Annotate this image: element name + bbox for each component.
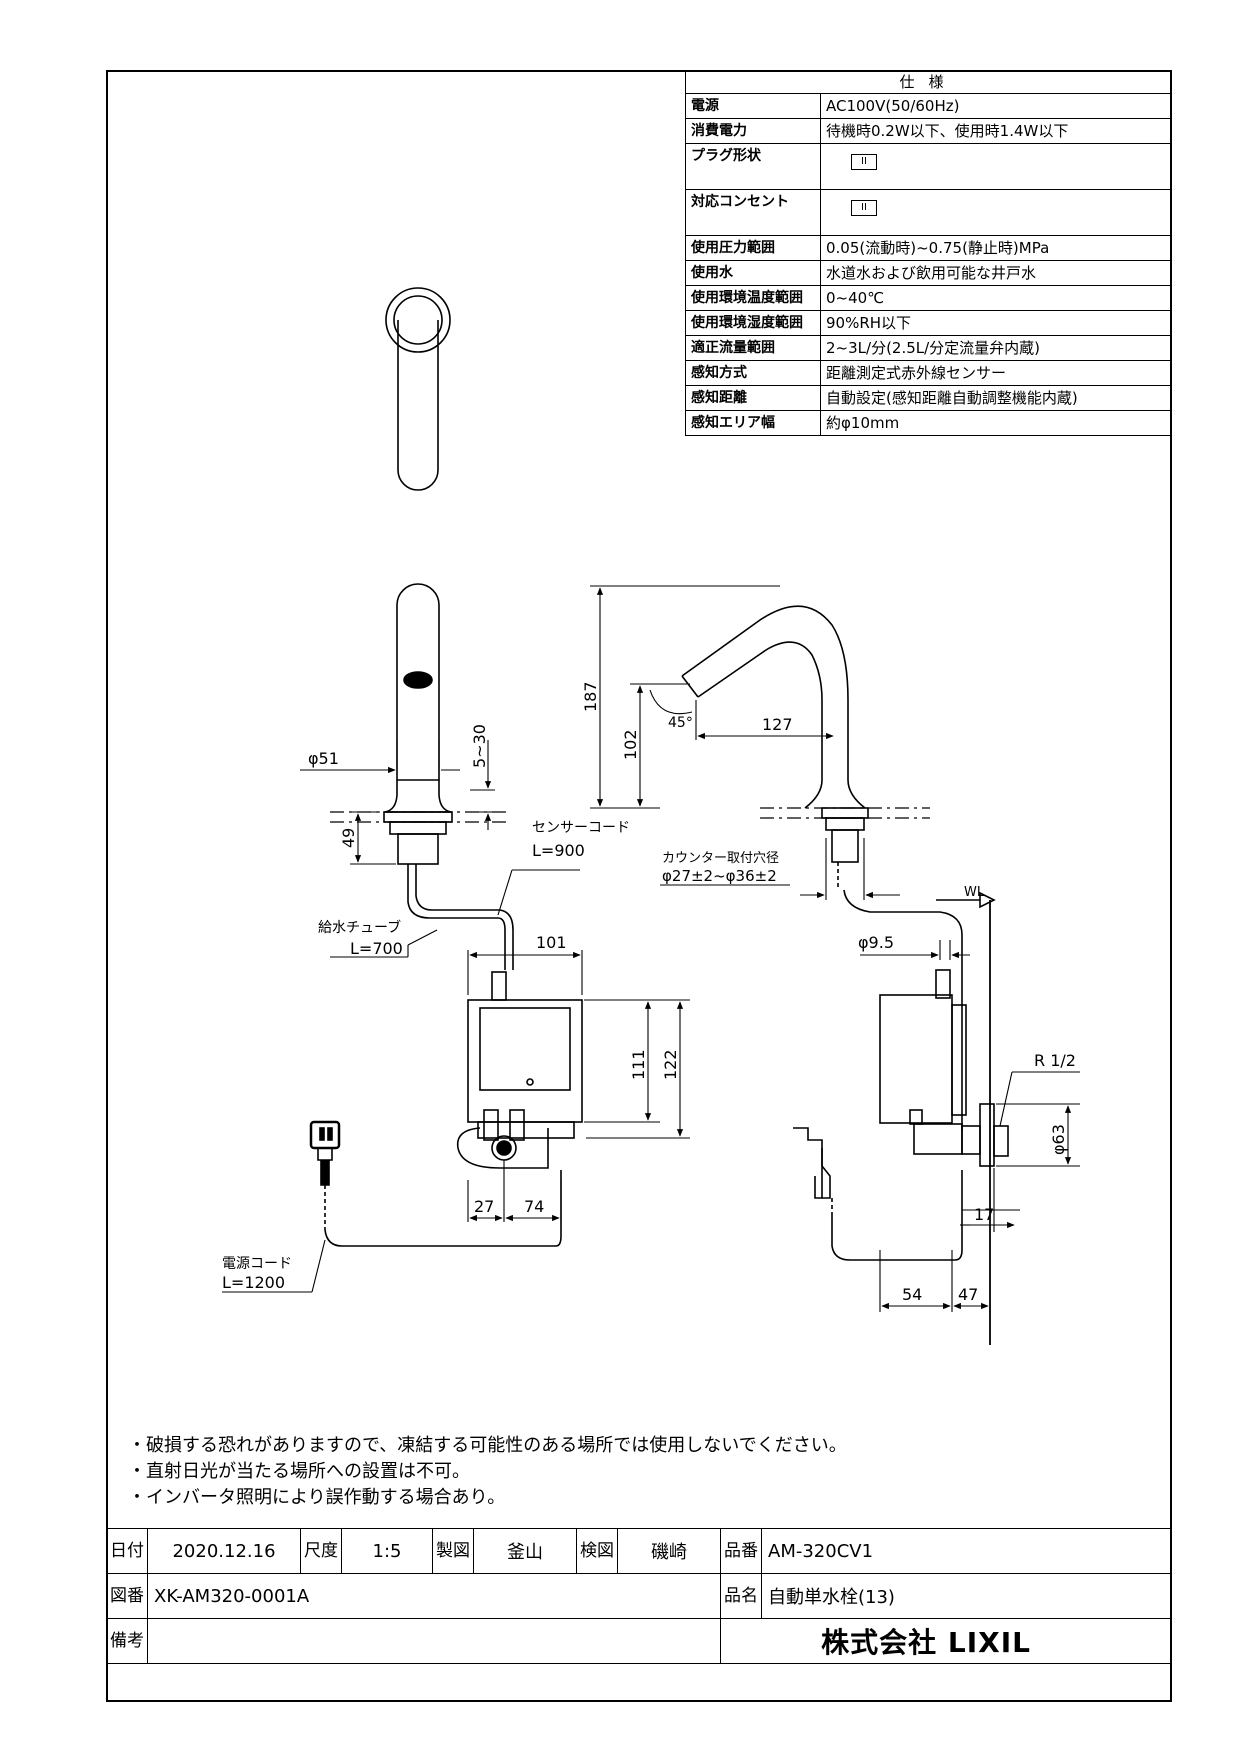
drawing-no-label: 図番: [106, 1573, 148, 1619]
dim-49: 49: [339, 828, 358, 848]
dim-45deg: 45°: [668, 715, 693, 731]
drawn-by: 釜山: [473, 1528, 577, 1574]
dim-17: 17: [974, 1205, 994, 1224]
spec-value: 距離測定式赤外線センサー: [820, 360, 1172, 386]
counter-hole-label: カウンター取付穴径: [662, 851, 779, 866]
spec-value: 水道水および飲用可能な井戸水: [820, 260, 1172, 286]
part-number: AM-320CV1: [761, 1528, 1172, 1574]
company-logo: 株式会社 LIXIL: [720, 1618, 1172, 1664]
dim-187: 187: [581, 681, 600, 712]
counter-hole-value: φ27±2~φ36±2: [662, 867, 777, 885]
plug-shape-icon: II: [851, 154, 877, 170]
scale-value: 1:5: [341, 1528, 433, 1574]
dim-122: 122: [661, 1049, 680, 1080]
supply-tube-label: 給水チューブ: [318, 919, 401, 936]
dim-phi51: φ51: [308, 749, 339, 768]
note-item: ・インバータ照明により誤作動する場合あり。: [128, 1487, 506, 1508]
front-view: [309, 583, 583, 1247]
notes: ・破損する恐れがありますので、凍結する可能性のある場所では使用しないでください。…: [128, 1433, 847, 1511]
dim-phi63: φ63: [1049, 1124, 1068, 1155]
thread-r-half: R 1/2: [1034, 1051, 1076, 1070]
dim-5-30: 5~30: [470, 724, 489, 768]
dimension-labels: φ51 5~30 49 187 102 45° 127 センサーコード L=90…: [222, 681, 1076, 1304]
spec-value: 0~40℃: [820, 285, 1172, 311]
sensor-cord-length: L=900: [532, 841, 585, 860]
dim-101: 101: [536, 933, 567, 952]
part-name: 自動単水栓(13): [761, 1573, 1172, 1619]
side-view: [681, 605, 1009, 1345]
dim-47: 47: [958, 1285, 978, 1304]
top-view: [385, 287, 451, 491]
dim-127: 127: [762, 715, 793, 734]
note-item: ・直射日光が当たる場所への設置は不可。: [128, 1461, 470, 1482]
checked-by: 磯崎: [617, 1528, 721, 1574]
power-cord-label: 電源コード: [222, 1256, 292, 1272]
part-name-label: 品名: [720, 1573, 762, 1619]
drawn-label: 製図: [432, 1528, 474, 1574]
spec-label: 電源: [685, 93, 821, 119]
spec-value: 自動設定(感知距離自動調整機能内蔵): [820, 385, 1172, 411]
dimension-lines: [222, 585, 1080, 1312]
drawing-number: XK-AM320-0001A: [147, 1573, 721, 1619]
title-block: 日付 2020.12.16 尺度 1:5 製図 釜山 検図 磯崎 品番 AM-3…: [106, 1528, 1172, 1664]
supply-tube-length: L=700: [350, 939, 403, 958]
dim-27: 27: [474, 1197, 494, 1216]
spec-value: 2~3L/分(2.5L/分定流量弁内蔵): [820, 335, 1172, 361]
outlet-shape-icon: II: [851, 200, 877, 216]
spec-label: 感知エリア幅: [685, 410, 821, 436]
spec-value: 0.05(流動時)~0.75(静止時)MPa: [820, 235, 1172, 261]
dim-111: 111: [629, 1049, 648, 1080]
spec-label: 感知距離: [685, 385, 821, 411]
dim-54: 54: [902, 1285, 922, 1304]
power-cord-length: L=1200: [222, 1273, 285, 1292]
sensor-cord-label: センサーコード: [532, 820, 630, 836]
checked-label: 検図: [576, 1528, 618, 1574]
note-item: ・破損する恐れがありますので、凍結する可能性のある場所では使用しないでください。: [128, 1435, 847, 1456]
dim-74: 74: [524, 1197, 544, 1216]
spec-label: プラグ形状: [685, 143, 821, 190]
remarks-value: [147, 1618, 721, 1664]
drawing-frame: [106, 70, 1172, 1702]
remarks-label: 備考: [106, 1618, 148, 1664]
date-value: 2020.12.16: [147, 1528, 301, 1574]
spec-value: AC100V(50/60Hz): [820, 93, 1172, 119]
spec-label: 感知方式: [685, 360, 821, 386]
dim-phi9-5: φ9.5: [858, 933, 894, 952]
part-no-label: 品番: [720, 1528, 762, 1574]
water-level-mark: WL: [964, 885, 985, 900]
spec-label: 対応コンセント: [685, 189, 821, 236]
date-label: 日付: [106, 1528, 148, 1574]
dim-102: 102: [621, 729, 640, 760]
scale-label: 尺度: [300, 1528, 342, 1574]
spec-value: 約φ10mm: [820, 410, 1172, 436]
spec-label: 使用環境温度範囲: [685, 285, 821, 311]
